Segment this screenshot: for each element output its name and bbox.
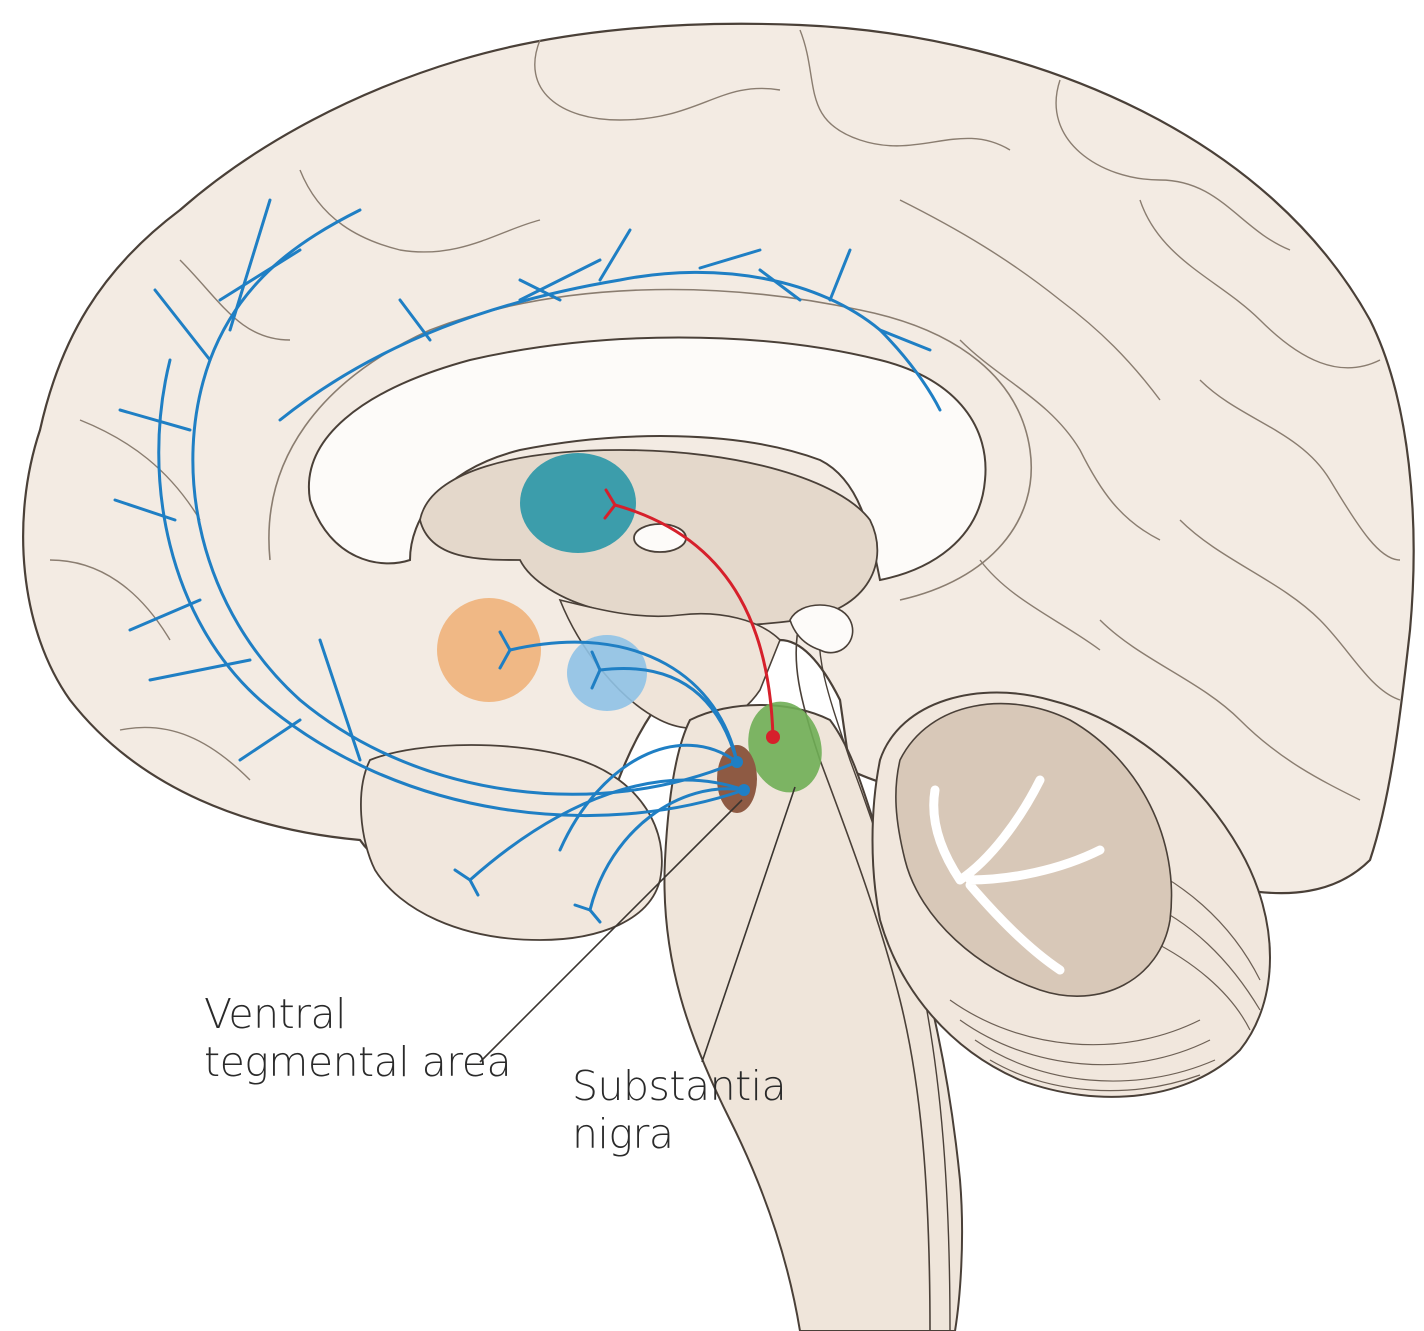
sn-label-line2: nigra <box>572 1110 786 1158</box>
substantia-nigra-label: Substantia nigra <box>572 1062 786 1158</box>
ventral-tegmental-area-label: Ventral tegmental area <box>204 990 511 1086</box>
light-blue-region <box>567 635 647 711</box>
sn-label-line1: Substantia <box>572 1062 786 1110</box>
vta-label-line1: Ventral <box>204 990 511 1038</box>
ventricle-opening <box>634 524 686 552</box>
vta-neuron-dot-1 <box>731 756 743 768</box>
substantia-nigra-neuron-dot <box>766 730 780 744</box>
vta-label-line2: tegmental area <box>204 1038 511 1086</box>
orange-region <box>437 598 541 702</box>
striatum-region <box>520 453 636 553</box>
ventral-tegmental-area-region <box>717 745 757 813</box>
vta-neuron-dot-2 <box>738 784 750 796</box>
